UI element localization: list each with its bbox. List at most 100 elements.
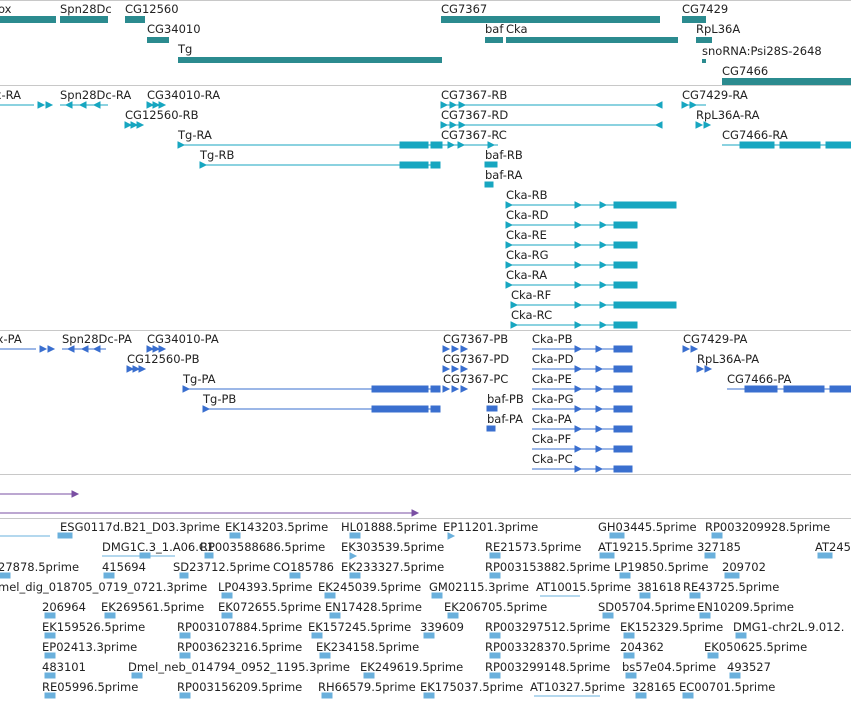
protein-label[interactable]: Spn28Dc-PA bbox=[62, 332, 132, 346]
gene-bar-snorna[interactable] bbox=[702, 59, 706, 63]
transcript-label[interactable]: Cka-RG bbox=[506, 248, 549, 262]
est-label[interactable]: 483101 bbox=[42, 660, 86, 674]
est-label[interactable]: EK072655.5prime bbox=[218, 600, 322, 614]
gene-label[interactable]: Spn28Dc bbox=[60, 2, 112, 16]
est-label[interactable]: LP04393.5prime bbox=[218, 580, 313, 594]
transcript-label[interactable]: Cka-RC bbox=[511, 308, 553, 322]
est-label[interactable]: AT10015.5prime bbox=[536, 580, 632, 594]
protein-label[interactable]: Tg-PB bbox=[203, 392, 237, 406]
protein-label[interactable]: Cka-PD bbox=[532, 352, 574, 366]
protein-label[interactable]: CG7367-PC bbox=[443, 372, 509, 386]
est-label[interactable]: RP003209928.5prime bbox=[705, 520, 831, 534]
transcript-label[interactable]: CG7429-RA bbox=[682, 88, 748, 102]
gene-label[interactable]: Cka bbox=[506, 22, 528, 36]
est-label[interactable]: RH66579.5prime bbox=[318, 680, 416, 694]
est-label[interactable]: EK249619.5prime bbox=[360, 660, 464, 674]
est-label[interactable]: EK206705.5prime bbox=[444, 600, 548, 614]
transcript-label[interactable]: CG7466-RA bbox=[722, 128, 788, 142]
est-label[interactable]: AT19215.5prime bbox=[598, 540, 694, 554]
est-label[interactable]: 415694 bbox=[102, 560, 146, 574]
gene-label[interactable]: Tg bbox=[178, 42, 193, 56]
protein-label[interactable]: CG7429-PA bbox=[683, 332, 748, 346]
transcript-label[interactable]: Cka-RF bbox=[511, 288, 552, 302]
transcript-label[interactable]: baf-RB bbox=[485, 148, 523, 162]
est-label[interactable]: HL01888.5prime bbox=[341, 520, 438, 534]
est-label[interactable]: 206964 bbox=[42, 600, 86, 614]
est-label[interactable]: RP003156209.5prime bbox=[177, 680, 303, 694]
gene-label[interactable]: CG7367 bbox=[441, 2, 488, 16]
est-label[interactable]: EK234158.5prime bbox=[316, 640, 420, 654]
est-label[interactable]: 493527 bbox=[727, 660, 771, 674]
transcript-track[interactable]: ox-RA Spn28Dc-RA CG34010-RA CG7367-RB CG7429… bbox=[0, 0, 851, 330]
gene-label[interactable]: CG34010 bbox=[147, 22, 201, 36]
est-label[interactable]: EK157245.5prime bbox=[308, 620, 412, 634]
gene-bar-cka[interactable] bbox=[506, 37, 678, 43]
est-label[interactable]: EK152329.5prime bbox=[620, 620, 724, 634]
est-label[interactable]: 381618 bbox=[637, 580, 681, 594]
gene-label[interactable]: CG7429 bbox=[682, 2, 729, 16]
protein-label[interactable]: baf-PA bbox=[487, 412, 523, 426]
protein-label[interactable]: CG12560-PB bbox=[127, 352, 200, 366]
transcript-label[interactable]: Cka-RD bbox=[506, 208, 549, 222]
gene-label[interactable]: baf bbox=[485, 22, 504, 36]
est-label[interactable]: EK233327.5prime bbox=[341, 560, 445, 574]
est-label[interactable]: EK269561.5prime bbox=[101, 600, 205, 614]
est-label[interactable]: EN17428.5prime bbox=[325, 600, 422, 614]
transcript-label[interactable]: Tg-RA bbox=[178, 128, 212, 142]
transcript-label[interactable]: ox-RA bbox=[0, 88, 22, 102]
est-label[interactable]: DMG1C.3_1.A06.C1 bbox=[102, 540, 215, 554]
protein-label[interactable]: Cka-PB bbox=[532, 332, 573, 346]
est-label[interactable]: RP003328370.5prime bbox=[485, 640, 611, 654]
protein-label[interactable]: CG34010-PA bbox=[147, 332, 219, 346]
protein-label[interactable]: CG7367-PD bbox=[443, 352, 510, 366]
transcript-label[interactable]: CG7367-RD bbox=[441, 108, 509, 122]
est-label[interactable]: RP003297512.5prime bbox=[485, 620, 611, 634]
protein-label[interactable]: Cka-PG bbox=[532, 392, 574, 406]
est-label[interactable]: EK245039.5prime bbox=[318, 580, 422, 594]
transcript-label[interactable]: Cka-RB bbox=[506, 188, 548, 202]
gene-bar-cg7367[interactable] bbox=[441, 16, 660, 23]
est-label[interactable]: 204362 bbox=[620, 640, 664, 654]
protein-label[interactable]: Cka-PA bbox=[532, 412, 572, 426]
gene-bar-spn28dc[interactable] bbox=[60, 16, 108, 23]
transcript-label[interactable]: Spn28Dc-RA bbox=[60, 88, 132, 102]
gene-label[interactable]: RpL36A bbox=[696, 22, 741, 36]
transcript-label[interactable]: Cka-RA bbox=[506, 268, 548, 282]
est-label[interactable]: SD05704.5prime bbox=[598, 600, 696, 614]
misc-feature-track[interactable] bbox=[0, 474, 851, 518]
est-label[interactable]: AT245 bbox=[815, 540, 851, 554]
est-label[interactable]: AT10327.5prime bbox=[530, 680, 626, 694]
gene-bar-cg34010[interactable] bbox=[147, 37, 169, 43]
est-label[interactable]: SD23712.5prime bbox=[173, 560, 271, 574]
protein-label[interactable]: baf-PB bbox=[487, 392, 524, 406]
transcript-label[interactable]: CG34010-RA bbox=[147, 88, 221, 102]
gene-label[interactable]: CG7466 bbox=[722, 64, 769, 78]
protein-label[interactable]: Cka-PE bbox=[532, 372, 572, 386]
protein-track[interactable]: ox-PA Spn28Dc-PA CG34010-PA CG7367-PB Cka-PB… bbox=[0, 0, 851, 474]
est-label[interactable]: RE21573.5prime bbox=[485, 540, 582, 554]
est-label[interactable]: RP003299148.5prime bbox=[485, 660, 611, 674]
gene-label[interactable]: snoRNA:Psi28S-2648 bbox=[702, 44, 822, 58]
protein-label[interactable]: CG7466-PA bbox=[727, 372, 792, 386]
gene-bar-ox[interactable] bbox=[0, 16, 56, 23]
est-label[interactable]: EK175037.5prime bbox=[420, 680, 524, 694]
est-label[interactable]: Dmel_neb_014794_0952_1195.3prime bbox=[128, 660, 350, 674]
est-label[interactable]: EP11201.3prime bbox=[443, 520, 539, 534]
est-label[interactable]: DMG1-chr2L.9.012. bbox=[733, 620, 845, 634]
est-label[interactable]: 327185 bbox=[697, 540, 741, 554]
est-label[interactable]: RE05996.5prime bbox=[42, 680, 139, 694]
gene-bar-cg7429[interactable] bbox=[682, 16, 706, 23]
transcript-label[interactable]: CG7367-RC bbox=[441, 128, 507, 142]
gene-label[interactable]: CG12560 bbox=[125, 2, 179, 16]
transcript-label[interactable]: RpL36A-RA bbox=[696, 108, 760, 122]
protein-label[interactable]: CG7367-PB bbox=[443, 332, 509, 346]
transcript-label[interactable]: CG7367-RB bbox=[441, 88, 508, 102]
transcript-label[interactable]: Cka-RE bbox=[506, 228, 547, 242]
est-label[interactable]: EP02413.3prime bbox=[42, 640, 138, 654]
est-label[interactable]: 339609 bbox=[420, 620, 464, 634]
est-label[interactable]: EC00701.5prime bbox=[679, 680, 776, 694]
protein-label[interactable]: ox-PA bbox=[0, 332, 22, 346]
est-label[interactable]: EK143203.5prime bbox=[225, 520, 329, 534]
gene-label[interactable]: ox bbox=[0, 2, 12, 16]
